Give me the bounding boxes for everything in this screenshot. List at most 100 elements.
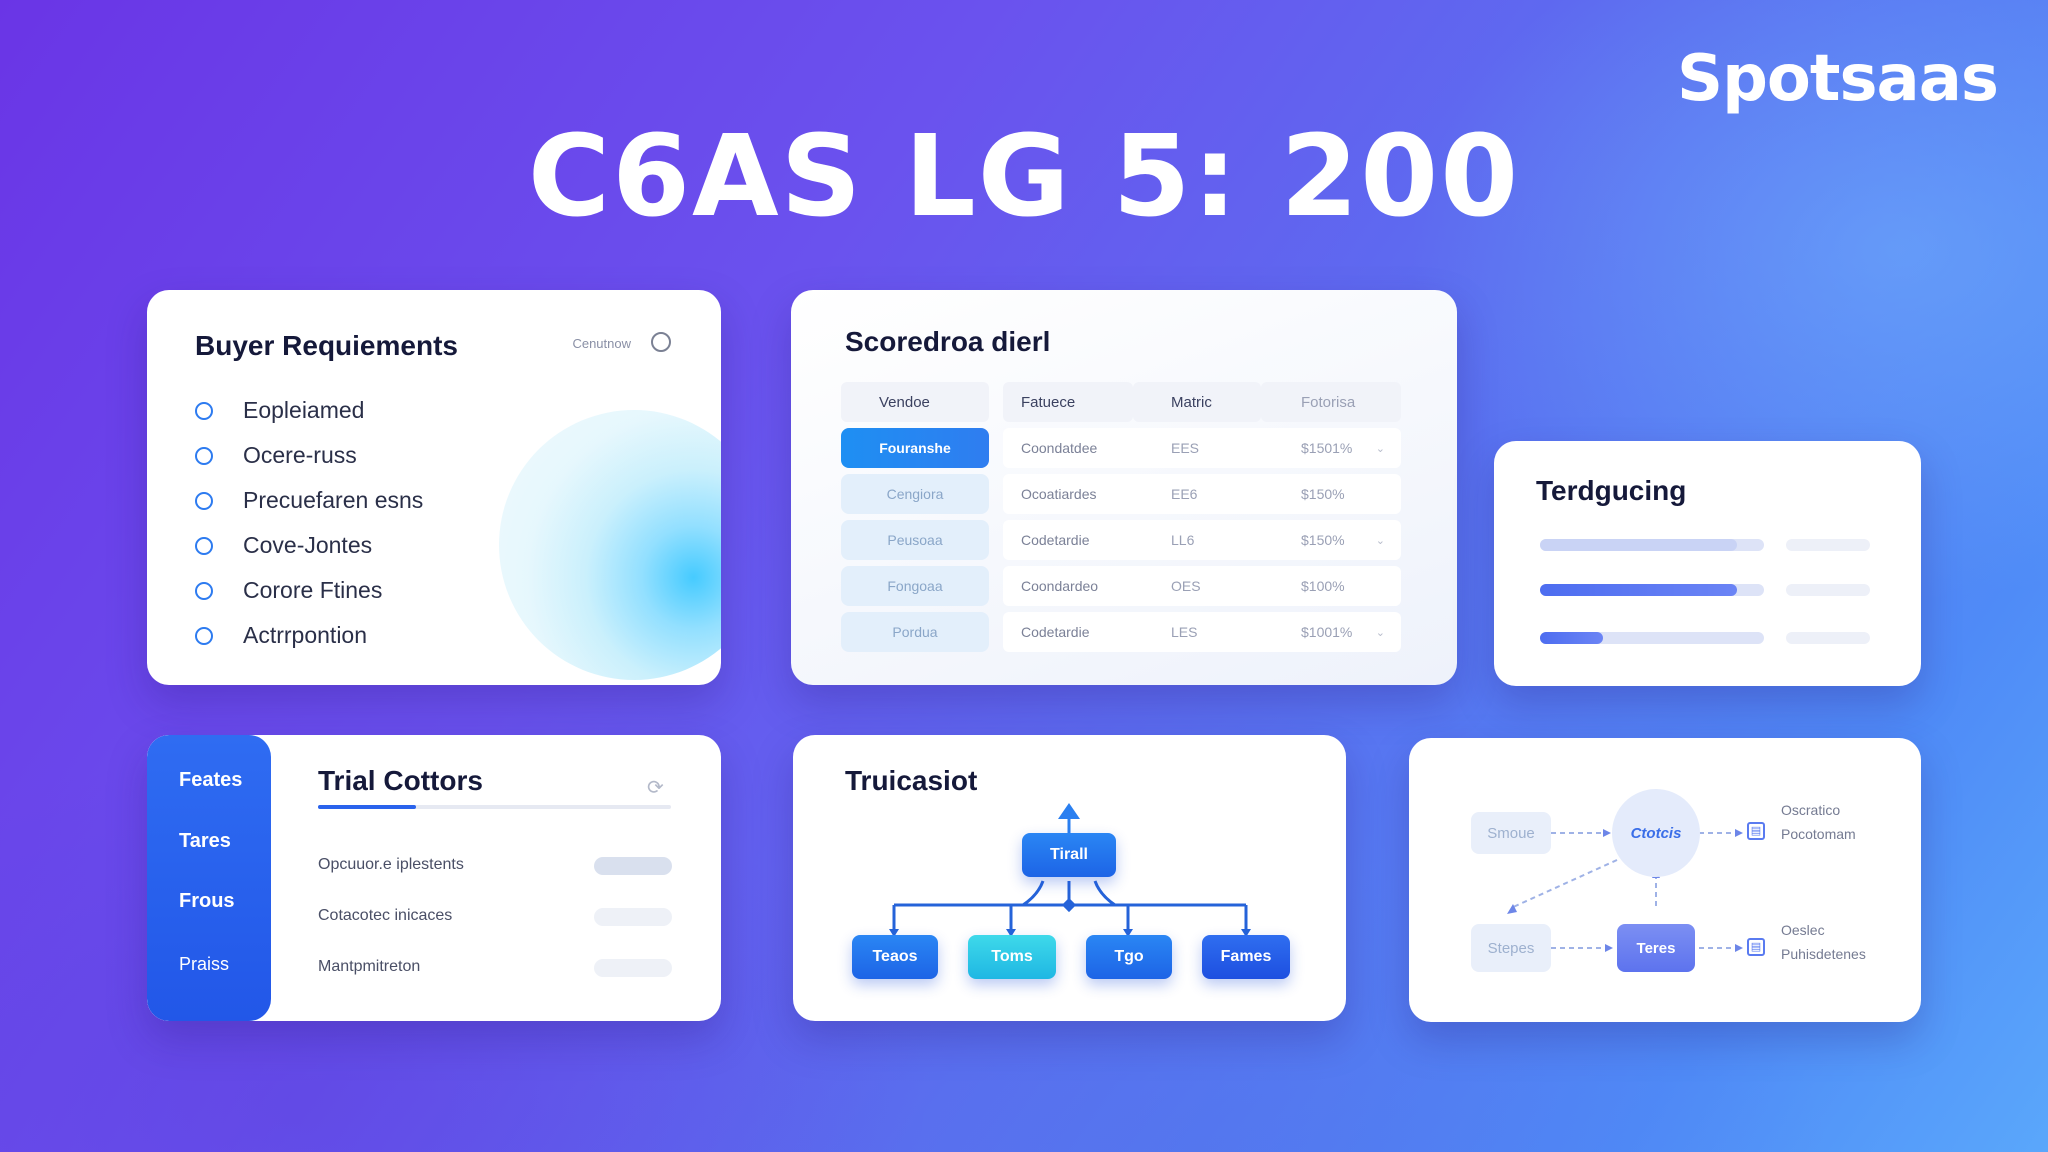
requirement-item[interactable]: Actrrpontion [195,613,423,658]
nav-item-tares[interactable]: Tares [179,830,231,852]
hero-title: C6AS LG 5: 200 [527,112,1521,242]
table-cell: $1501%⌄ [1261,428,1401,468]
table-cell: Ocoatiardes [1003,474,1133,514]
vendor-button[interactable]: Cengiora [841,474,989,514]
flow-output-top: Oscratico Pocotomam [1781,798,1856,846]
progress-track [1540,632,1764,644]
toggle-switch[interactable] [594,908,672,926]
scorecard-card: Scoredroa dierl Vendoe Fatuece Matric Fo… [791,290,1457,685]
progress-track [1540,584,1764,596]
requirement-item[interactable]: Precuefaren esns [195,478,423,523]
table-header: Vendoe Fatuece Matric Fotorisa [841,382,1401,422]
table-row[interactable]: Peusoaa Codetardie LL6 $150%⌄ [841,520,1401,560]
radio-icon[interactable] [195,401,213,420]
table-cell: Coondatdee [1003,428,1133,468]
vendor-button[interactable]: Fouranshe [841,428,989,468]
requirements-list: Eopleiamed Ocere-russ Precuefaren esns C… [195,388,423,658]
output-label: Pocotomam [1781,826,1856,842]
active-tab-indicator [318,805,416,809]
tracking-title: Terdgucing [1536,475,1687,506]
flow-source-node[interactable]: Stepes [1471,924,1551,972]
trial-title: Trial Cottors [318,765,483,796]
progress-row [1540,632,1880,644]
toggle-switch[interactable] [594,857,672,875]
flow-hub-node[interactable]: Ctotcis [1612,789,1700,877]
tracking-card: Terdgucing [1494,441,1921,686]
side-nav: Feates Tares Frous Praiss [147,735,271,1021]
table-row[interactable]: Cengiora Ocoatiardes EE6 $150% [841,474,1401,514]
flow-output-bottom: Oeslec Puhisdetenes [1781,918,1866,966]
requirement-label: Corore Ftines [243,577,383,603]
table-row[interactable]: Fouranshe Coondatdee EES $1501%⌄ [841,428,1401,468]
table-row[interactable]: Pordua Codetardie LES $1001%⌄ [841,612,1401,652]
tree-root-node[interactable]: Tirall [1022,833,1116,877]
buyer-requirements-title: Buyer Requiements [195,330,458,361]
radio-icon[interactable] [195,581,213,600]
output-label: Oscratico [1781,802,1841,818]
structure-card: Truicasiot Tirall Teaos Toms Tgo Fames [793,735,1346,1021]
radio-icon[interactable] [195,536,213,555]
table-row[interactable]: Fongoaa Coondardeo OES $100% [841,566,1401,606]
table-cell: EES [1133,428,1261,468]
progress-placeholder [1786,539,1870,551]
radio-icon[interactable] [195,491,213,510]
column-header[interactable]: Fatuece [1003,382,1133,422]
requirement-item[interactable]: Ocere-russ [195,433,423,478]
flow-source-node[interactable]: Smoue [1471,812,1551,854]
progress-row [1540,584,1880,596]
price-value: $100% [1301,578,1345,594]
tree-child-node[interactable]: Fames [1202,935,1290,979]
table-cell: Codetardie [1003,520,1133,560]
nav-item-praiss[interactable]: Praiss [179,954,230,974]
trial-item: Opcuuor.e iplestents [318,856,464,873]
requirement-item[interactable]: Cove-Jontes [195,523,423,568]
table-cell: $150% [1261,474,1401,514]
table-cell: $100% [1261,566,1401,606]
progress-placeholder [1786,584,1870,596]
buyer-requirements-card: Buyer Requiements Cenutnow Eopleiamed Oc… [147,290,721,685]
table-cell: Coondardeo [1003,566,1133,606]
tab-underline [318,805,671,809]
requirement-label: Ocere-russ [243,442,357,468]
vendor-button[interactable]: Peusoaa [841,520,989,560]
flow-target-node[interactable]: Teres [1617,924,1695,972]
trial-item: Mantpmitreton [318,958,421,975]
column-header[interactable]: Matric [1133,382,1261,422]
table-cell: Codetardie [1003,612,1133,652]
nav-item-features[interactable]: Feates [179,769,243,791]
column-header[interactable]: Fotorisa [1261,382,1401,422]
vendor-button[interactable]: Pordua [841,612,989,652]
refresh-icon[interactable]: ⟳ [647,777,664,799]
output-label: Puhisdetenes [1781,946,1866,962]
requirement-label: Actrrpontion [243,622,368,648]
radio-icon[interactable] [195,626,213,645]
tree-child-node[interactable]: Tgo [1086,935,1172,979]
progress-row [1540,539,1880,551]
radio-icon[interactable] [195,446,213,465]
structure-title: Truicasiot [845,765,978,796]
requirement-label: Precuefaren esns [243,487,424,513]
progress-fill [1540,584,1738,596]
brand-logo: Spotsaas [1676,42,1999,116]
progress-placeholder [1786,632,1870,644]
document-icon: ▤ [1747,822,1765,840]
table-cell: EE6 [1133,474,1261,514]
trial-card: Feates Tares Frous Praiss Trial Cottors … [147,735,721,1021]
option-radio[interactable] [651,332,671,352]
document-icon: ▤ [1747,938,1765,956]
scorecard-title: Scoredroa dierl [845,326,1051,357]
requirement-item[interactable]: Corore Ftines [195,568,423,613]
price-value: $150% [1301,486,1345,502]
flow-card: Smoue Ctotcis ▤ Oscratico Pocotomam Step… [1409,738,1921,1022]
vendor-button[interactable]: Fongoaa [841,566,989,606]
toggle-switch[interactable] [594,959,672,977]
column-header[interactable]: Vendoe [841,382,989,422]
chevron-down-icon[interactable]: ⌄ [1375,534,1385,547]
nav-item-frous[interactable]: Frous [179,890,235,912]
price-value: $150% [1301,532,1345,548]
requirement-item[interactable]: Eopleiamed [195,388,423,433]
chevron-down-icon[interactable]: ⌄ [1375,626,1385,639]
tree-child-node[interactable]: Toms [968,935,1056,979]
chevron-down-icon[interactable]: ⌄ [1375,442,1385,455]
tree-child-node[interactable]: Teaos [852,935,938,979]
